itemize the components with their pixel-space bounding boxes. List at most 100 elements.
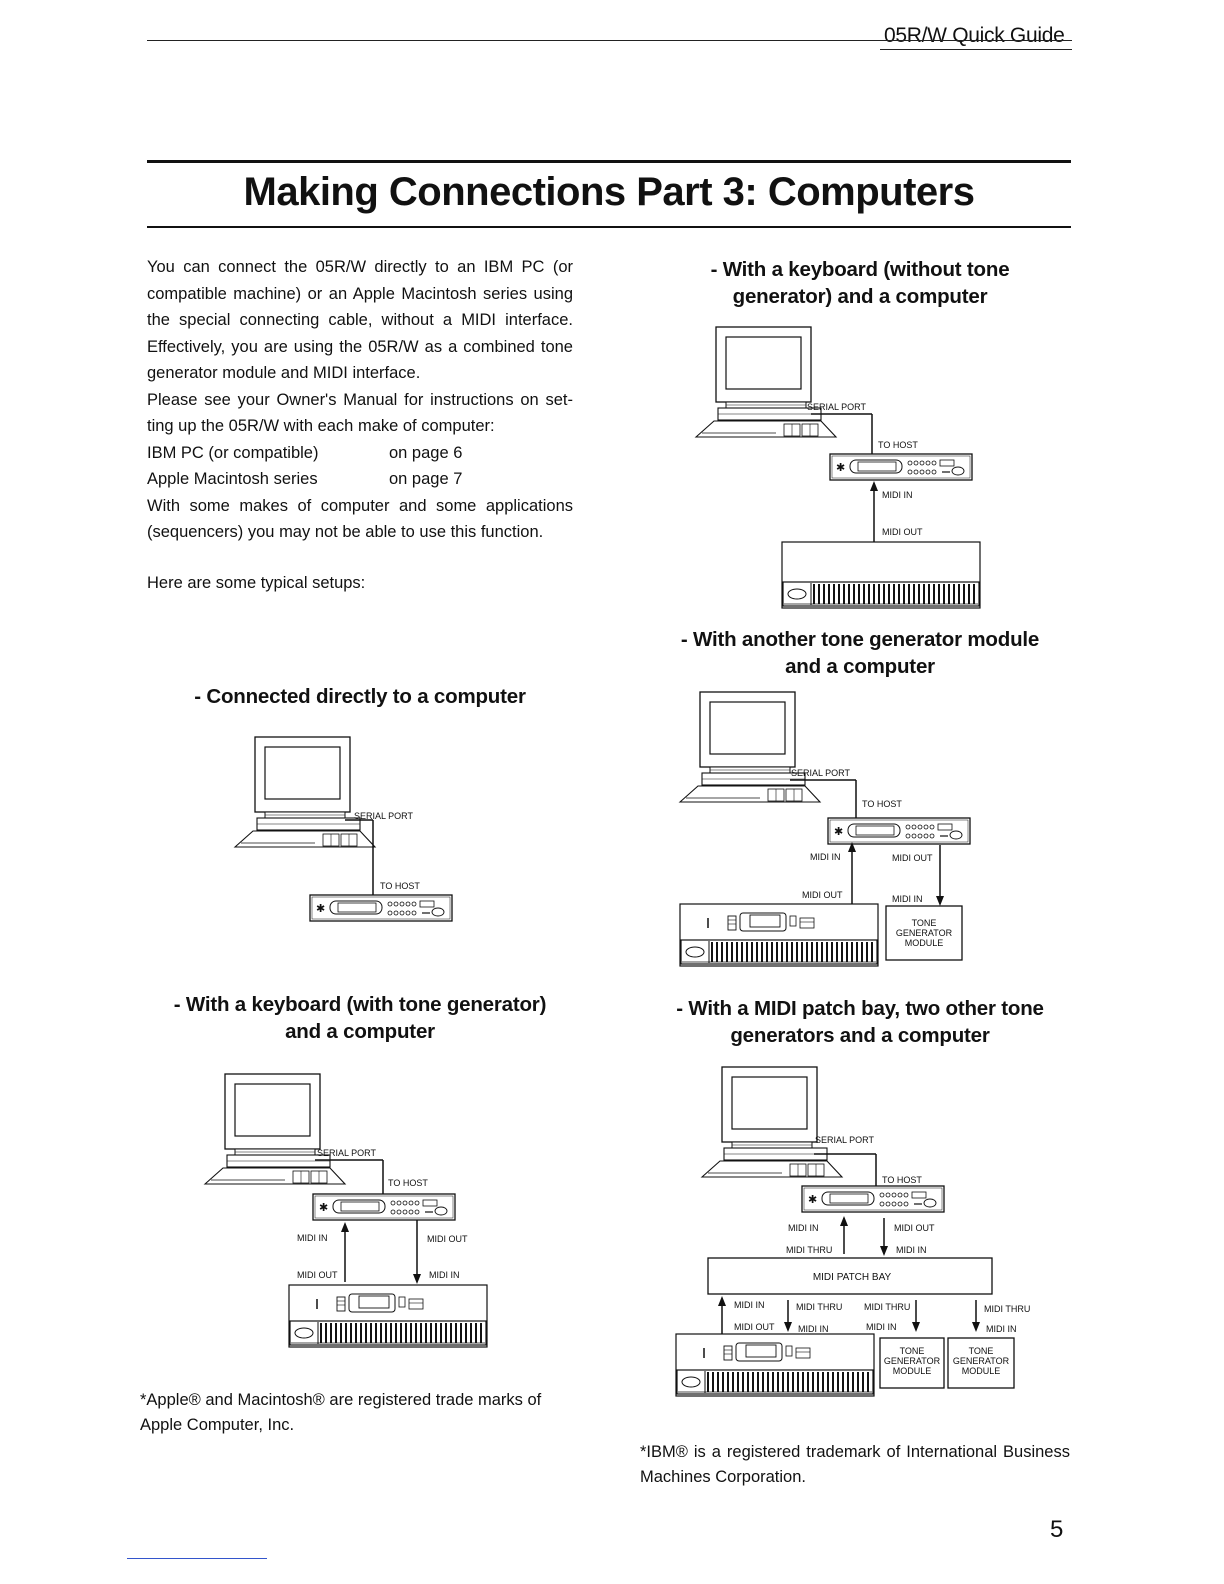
05rw-module-icon: [829, 453, 973, 481]
computer-icon: [204, 1073, 346, 1185]
05rw-module-icon: [827, 817, 971, 845]
label-serial-port: SERIAL PORT: [791, 768, 851, 778]
label-midi-out: MIDI OUT: [882, 527, 923, 537]
page-number: 5: [1050, 1516, 1064, 1543]
heading-line: - With a keyboard (without tone: [710, 258, 1010, 281]
heading-line: - With a keyboard (with tone generator): [173, 993, 547, 1016]
label-midi-out: MIDI OUT: [427, 1234, 468, 1244]
page-ref-row-ibm: IBM PC (or compatible) on page 6: [147, 440, 573, 467]
heading-line: generators and a computer: [730, 1024, 990, 1047]
page-ref-label: Apple Macintosh series: [147, 470, 318, 488]
label-to-host: TO HOST: [878, 440, 918, 450]
tg-label-module: MODULE: [893, 1366, 932, 1376]
intro-line: the special connecting cable, without a …: [147, 311, 573, 329]
page-ref-page: on page 7: [389, 470, 463, 488]
page-title: Making Connections Part 3: Computers: [243, 170, 975, 214]
title-rule-bottom: [147, 226, 1071, 228]
heading-line: - With another tone generator module: [680, 628, 1040, 651]
05rw-module-icon: [801, 1185, 945, 1213]
intro-text: You can connect the 05R/W directly to an…: [147, 254, 573, 546]
label-midi-thru: MIDI THRU: [984, 1304, 1030, 1314]
intro-line: With some makes of computer and some app…: [147, 496, 573, 515]
diagram-keyboard-without-tg: SERIAL PORT TO HOST MIDI IN MIDI OUT: [695, 326, 981, 609]
label-midi-in: MIDI IN: [734, 1300, 765, 1310]
tg-label-tone: TONE: [912, 918, 937, 928]
label-midi-out: MIDI OUT: [297, 1270, 338, 1280]
label-midi-in: MIDI IN: [297, 1233, 328, 1243]
label-midi-out: MIDI OUT: [734, 1322, 775, 1332]
computer-icon: [679, 691, 821, 803]
label-midi-in: MIDI IN: [810, 852, 841, 862]
synth-keyboard-icon: [676, 1334, 874, 1396]
intro-line: ting up the 05R/W with each make of comp…: [147, 417, 495, 435]
guide-title: 05R/W Quick Guide: [884, 24, 1065, 47]
label-midi-patch-bay: MIDI PATCH BAY: [813, 1272, 892, 1283]
tg-label-generator: GENERATOR: [896, 928, 953, 938]
label-serial-port: SERIAL PORT: [354, 811, 414, 821]
label-midi-in: MIDI IN: [986, 1324, 1017, 1334]
heading-keyboard-without-tg: - With a keyboard (without tone generato…: [640, 256, 1080, 310]
label-to-host: TO HOST: [388, 1178, 428, 1188]
label-midi-in: MIDI IN: [892, 894, 923, 904]
05rw-module-icon: [309, 894, 453, 922]
tg-label-tone: TONE: [969, 1346, 994, 1356]
heading-patch-bay: - With a MIDI patch bay, two other tone …: [640, 995, 1080, 1049]
tg-label-module: MODULE: [905, 938, 944, 948]
diagram-another-module: SERIAL PORT TO HOST MIDI IN MIDI OUT MID…: [679, 691, 971, 980]
midi-patch-bay-icon: [707, 1257, 993, 1295]
label-serial-port: SERIAL PORT: [317, 1148, 377, 1158]
label-midi-thru: MIDI THRU: [796, 1302, 842, 1312]
05rw-module-icon: [312, 1193, 456, 1221]
heading-keyboard-with-tg: - With a keyboard (with tone generator) …: [140, 991, 580, 1045]
intro-line: generator module and MIDI interface.: [147, 364, 421, 382]
heading-line: and a computer: [285, 1020, 435, 1043]
label-serial-port: SERIAL PORT: [815, 1135, 875, 1145]
computer-icon: [695, 326, 837, 438]
label-midi-thru: MIDI THRU: [864, 1302, 910, 1312]
computer-icon: [234, 736, 376, 848]
label-midi-in: MIDI IN: [896, 1245, 927, 1255]
tone-generator-module-icon: [879, 1337, 945, 1389]
page-ref-page: on page 6: [389, 443, 463, 462]
label-midi-in: MIDI IN: [429, 1270, 460, 1280]
label-to-host: TO HOST: [862, 799, 902, 809]
page-ref-label: IBM PC (or compatible): [147, 443, 319, 462]
heading-another-module: - With another tone generator module and…: [640, 626, 1080, 680]
computer-icon: [701, 1066, 843, 1178]
title-rule-top: [147, 160, 1071, 163]
synth-keyboard-icon: [680, 904, 878, 966]
label-to-host: TO HOST: [380, 881, 420, 891]
tg-label-module: MODULE: [962, 1366, 1001, 1376]
tg-label-generator: GENERATOR: [953, 1356, 1010, 1366]
footnote-apple: *Apple® and Macintosh® are registered tr…: [140, 1391, 542, 1434]
diagram-direct: SERIAL PORT TO HOST: [234, 736, 453, 922]
tg-label-tone: TONE: [900, 1346, 925, 1356]
keyboard-keys-icon: [782, 581, 980, 607]
diagram-keyboard-with-tg: SERIAL PORT TO HOST MIDI IN MIDI OUT MID…: [204, 1073, 505, 1355]
synth-keyboard-icon: [289, 1285, 487, 1347]
heading-line: and a computer: [785, 655, 935, 678]
intro-line: compatible machine) or an Apple Macintos…: [147, 284, 573, 303]
footnote-ibm: *IBM® is a registered trademark of Inter…: [640, 1443, 1070, 1486]
label-serial-port: SERIAL PORT: [807, 402, 867, 412]
page-ref-row-apple: Apple Macintosh series on page 7: [147, 466, 573, 493]
header-rule: [147, 40, 1072, 41]
header-underline: [880, 49, 1072, 50]
label-midi-out: MIDI OUT: [892, 853, 933, 863]
label-midi-in: MIDI IN: [882, 490, 913, 500]
label-midi-in: MIDI IN: [788, 1223, 819, 1233]
typical-setups-text: Here are some typical setups:: [147, 574, 366, 592]
label-to-host: TO HOST: [882, 1175, 922, 1185]
heading-direct: - Connected directly to a computer: [150, 683, 570, 710]
label-midi-in: MIDI IN: [866, 1322, 897, 1332]
label-midi-out: MIDI OUT: [802, 890, 843, 900]
heading-line: - Connected directly to a computer: [194, 685, 526, 708]
diagram-patch-bay: SERIAL PORT TO HOST MIDI IN MIDI OUT MID…: [676, 1066, 1030, 1409]
heading-line: - With a MIDI patch bay, two other tone: [676, 997, 1044, 1020]
intro-line: Please see your Owner's Manual for instr…: [147, 390, 573, 409]
label-midi-thru: MIDI THRU: [786, 1245, 832, 1255]
intro-line: (sequencers) you may not be able to use …: [147, 523, 544, 541]
bottom-rule: [127, 1558, 267, 1559]
intro-line: You can connect the 05R/W directly to an…: [147, 258, 573, 276]
tone-generator-module-icon: [947, 1337, 1015, 1389]
